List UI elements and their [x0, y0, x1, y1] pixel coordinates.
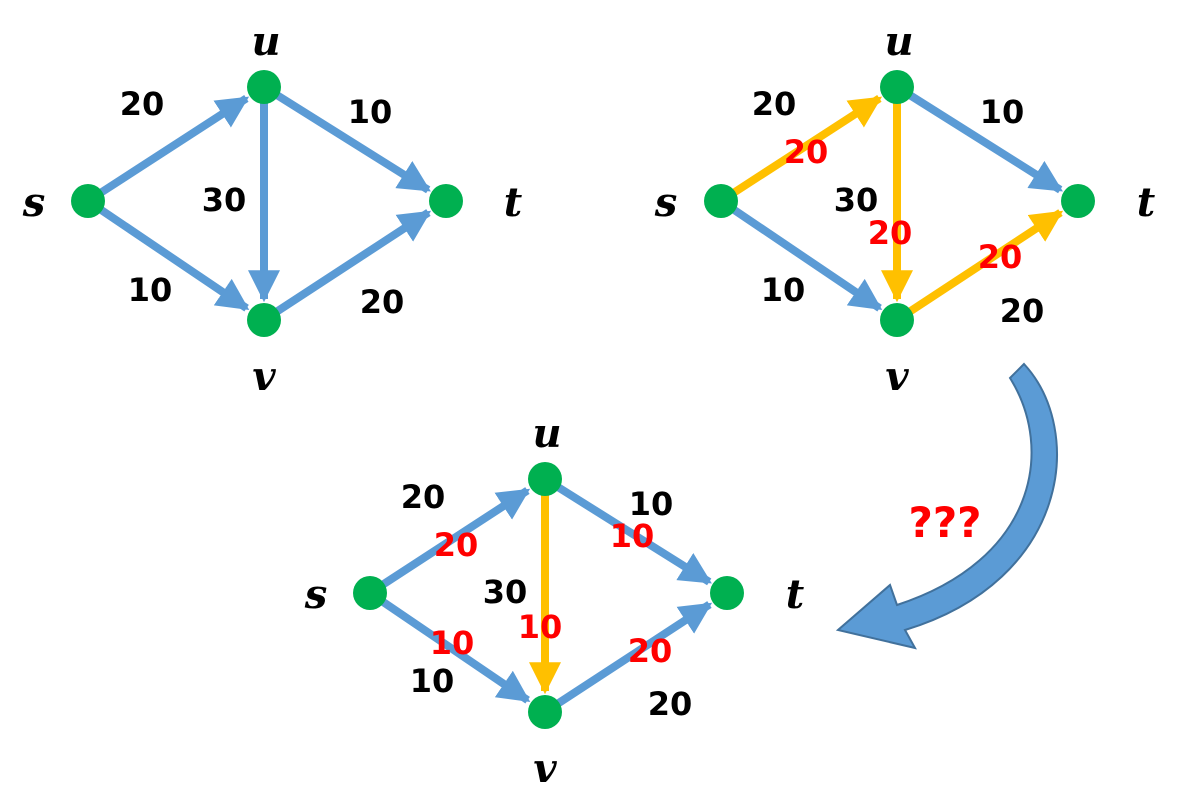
- node-u: [880, 70, 914, 104]
- edge-v-t: [553, 601, 713, 709]
- edge-s-v: [729, 204, 883, 312]
- flow-label-u-v: 20: [868, 214, 913, 252]
- node-s: [71, 184, 105, 218]
- node-u: [247, 70, 281, 104]
- edge-s-u: [96, 95, 250, 198]
- edge-v-t: [272, 209, 432, 317]
- capacity-label-s-v: 10: [128, 271, 173, 309]
- flow-label-u-v: 10: [518, 608, 563, 646]
- edge-s-u: [378, 487, 531, 590]
- edge-s-v: [96, 204, 250, 312]
- node-label-t: t: [504, 179, 523, 226]
- node-s: [353, 576, 387, 610]
- capacity-label-v-t: 20: [360, 283, 405, 321]
- capacity-label-u-t: 10: [980, 93, 1025, 131]
- node-t: [429, 184, 463, 218]
- node-v: [247, 303, 281, 337]
- node-label-v: v: [533, 745, 557, 792]
- node-label-u: u: [532, 410, 561, 457]
- capacity-label-s-v: 10: [410, 662, 455, 700]
- node-label-v: v: [252, 353, 276, 400]
- capacity-label-u-v: 30: [483, 573, 528, 611]
- capacity-label-s-u: 20: [120, 85, 165, 123]
- capacity-label-s-u: 20: [401, 478, 446, 516]
- node-t: [1061, 184, 1095, 218]
- flow-label-s-v: 10: [430, 624, 475, 662]
- capacity-label-v-t: 20: [648, 685, 693, 723]
- edge-u-t: [553, 482, 712, 586]
- flow-label-s-u: 20: [434, 526, 479, 564]
- flow-label-s-u: 20: [784, 133, 829, 171]
- node-label-u: u: [251, 18, 280, 65]
- node-u: [528, 462, 562, 496]
- node-label-s: s: [22, 179, 46, 226]
- node-label-s: s: [654, 179, 678, 226]
- node-label-u: u: [884, 18, 913, 65]
- capacity-label-u-t: 10: [348, 93, 393, 131]
- node-v: [880, 303, 914, 337]
- capacity-label-v-t: 20: [1000, 292, 1045, 330]
- question-marks: ???: [908, 498, 981, 547]
- curved-arrow-icon: [835, 362, 1058, 650]
- edge-u-t: [905, 90, 1063, 194]
- capacity-label-s-v: 10: [761, 271, 806, 309]
- node-label-t: t: [1137, 179, 1156, 226]
- node-v: [528, 695, 562, 729]
- edge-s-v: [378, 597, 531, 704]
- node-label-s: s: [304, 571, 328, 618]
- capacity-label-u-v: 30: [834, 181, 879, 219]
- edge-s-u: [729, 95, 883, 198]
- flow-label-u-t: 10: [610, 517, 655, 555]
- graph-1: s u v t 20 10 30 10 20: [22, 18, 523, 400]
- capacity-label-s-u: 20: [752, 85, 797, 123]
- node-t: [710, 576, 744, 610]
- node-label-t: t: [786, 571, 805, 618]
- node-label-v: v: [885, 353, 909, 400]
- flow-label-v-t: 20: [978, 238, 1023, 276]
- edge-v-t: [905, 209, 1064, 317]
- capacity-label-u-v: 30: [202, 181, 247, 219]
- flow-label-v-t: 20: [628, 632, 673, 670]
- capacity-label-u-t: 10: [629, 485, 674, 523]
- edge-u-t: [272, 90, 431, 194]
- node-s: [704, 184, 738, 218]
- transition-arrow: [835, 362, 1058, 650]
